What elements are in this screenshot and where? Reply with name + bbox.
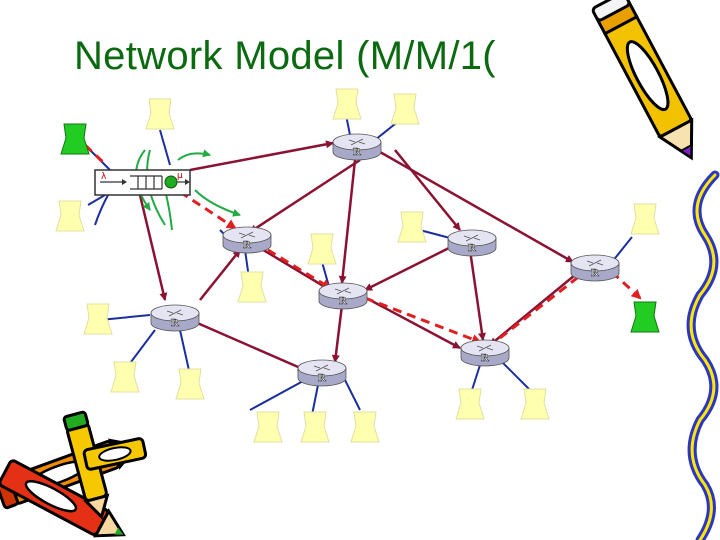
- router-label: R: [481, 352, 490, 364]
- terminal: [390, 93, 420, 125]
- queue-buffer: [130, 175, 163, 190]
- terminal: [332, 88, 362, 120]
- server-icon: [164, 175, 178, 189]
- router-label: R: [318, 372, 327, 384]
- router-links: [138, 140, 576, 372]
- terminal-destination: [630, 301, 660, 333]
- router-r4: R: [318, 282, 368, 310]
- router-label: R: [353, 146, 362, 158]
- terminal: [253, 411, 283, 443]
- terminal: [307, 233, 337, 265]
- router-r7: R: [297, 359, 347, 387]
- router-r1: R: [332, 133, 382, 161]
- router-r2: R: [222, 226, 272, 254]
- terminal: [55, 200, 85, 232]
- terminal: [397, 211, 427, 243]
- slide-title: Network Model (M/M/1(: [74, 34, 496, 78]
- router-r5: R: [570, 254, 620, 282]
- terminal: [110, 361, 140, 393]
- terminal: [630, 203, 660, 235]
- terminal-source: [60, 123, 90, 155]
- terminal: [520, 388, 550, 420]
- router-r6: R: [460, 339, 510, 367]
- terminal: [145, 98, 175, 130]
- terminal: [237, 271, 267, 303]
- arrival-rate-label: λ: [101, 172, 107, 182]
- router-label: R: [243, 239, 252, 251]
- service-rate-label: μ: [177, 171, 183, 181]
- router-label: R: [591, 267, 600, 279]
- router-label: R: [339, 295, 348, 307]
- terminal: [83, 303, 113, 335]
- pencil-icon: [591, 0, 694, 161]
- terminal: [350, 411, 380, 443]
- router-label: R: [171, 317, 180, 329]
- router-label: R: [468, 242, 477, 254]
- terminal: [300, 411, 330, 443]
- router-r3: R: [447, 229, 497, 257]
- terminal: [455, 388, 485, 420]
- crayons-icon: [0, 410, 148, 538]
- decorative-border: [686, 170, 720, 540]
- router-r8: R: [150, 304, 200, 332]
- mm1-queue: λ μ: [94, 169, 191, 196]
- terminal: [175, 368, 205, 400]
